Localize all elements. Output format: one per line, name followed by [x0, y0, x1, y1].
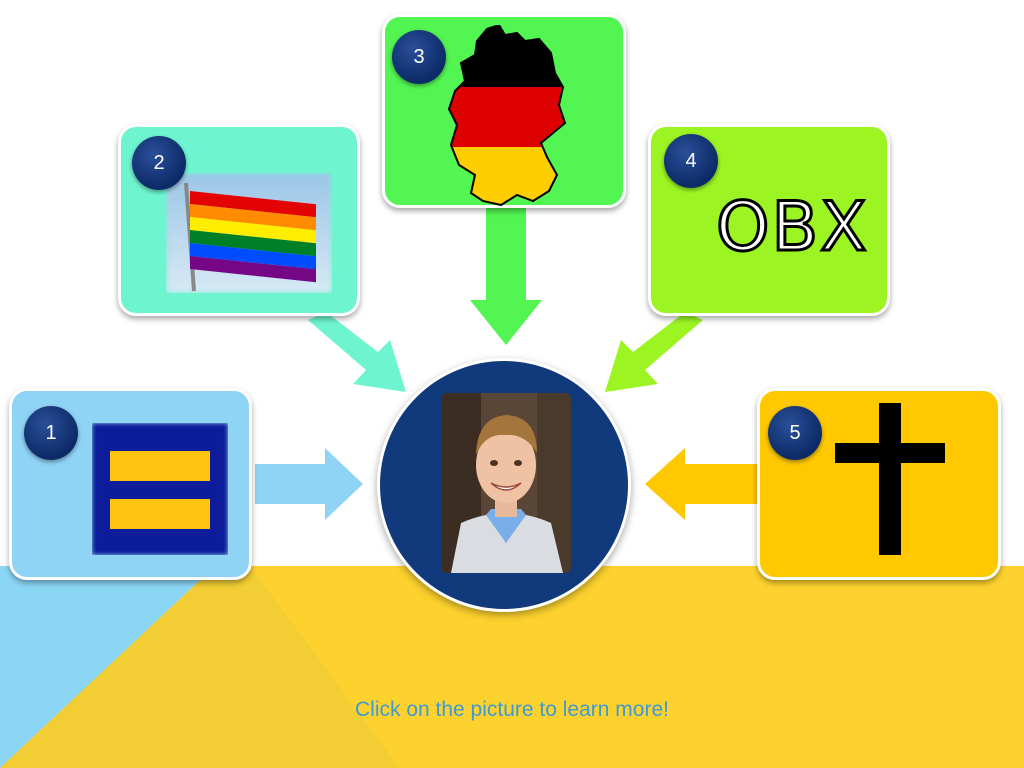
arrow-tile4-to-center: [605, 312, 703, 392]
background-blue-triangle: [0, 566, 400, 768]
obx-text: OBX: [715, 187, 869, 269]
badge-2: 2: [132, 136, 186, 190]
equality-sign-icon: [92, 423, 228, 555]
arrow-tile5-to-center: [645, 448, 757, 520]
profile-photo[interactable]: [441, 393, 571, 573]
arrow-tile3-to-center: [470, 205, 542, 345]
rainbow-flag-icon: [166, 173, 332, 293]
badge-1: 1: [24, 406, 78, 460]
caption-link[interactable]: Click on the picture to learn more!: [355, 698, 669, 721]
arrow-tile1-to-center: [255, 448, 363, 520]
tile-2-rainbow-flag[interactable]: [118, 124, 360, 316]
badge-5: 5: [768, 406, 822, 460]
badge-4: 4: [664, 134, 718, 188]
arrow-tile2-to-center: [308, 312, 406, 392]
germany-map-icon: [447, 25, 567, 207]
portrait-image: [441, 393, 571, 573]
badge-3: 3: [392, 30, 446, 84]
cross-icon: [835, 403, 945, 555]
